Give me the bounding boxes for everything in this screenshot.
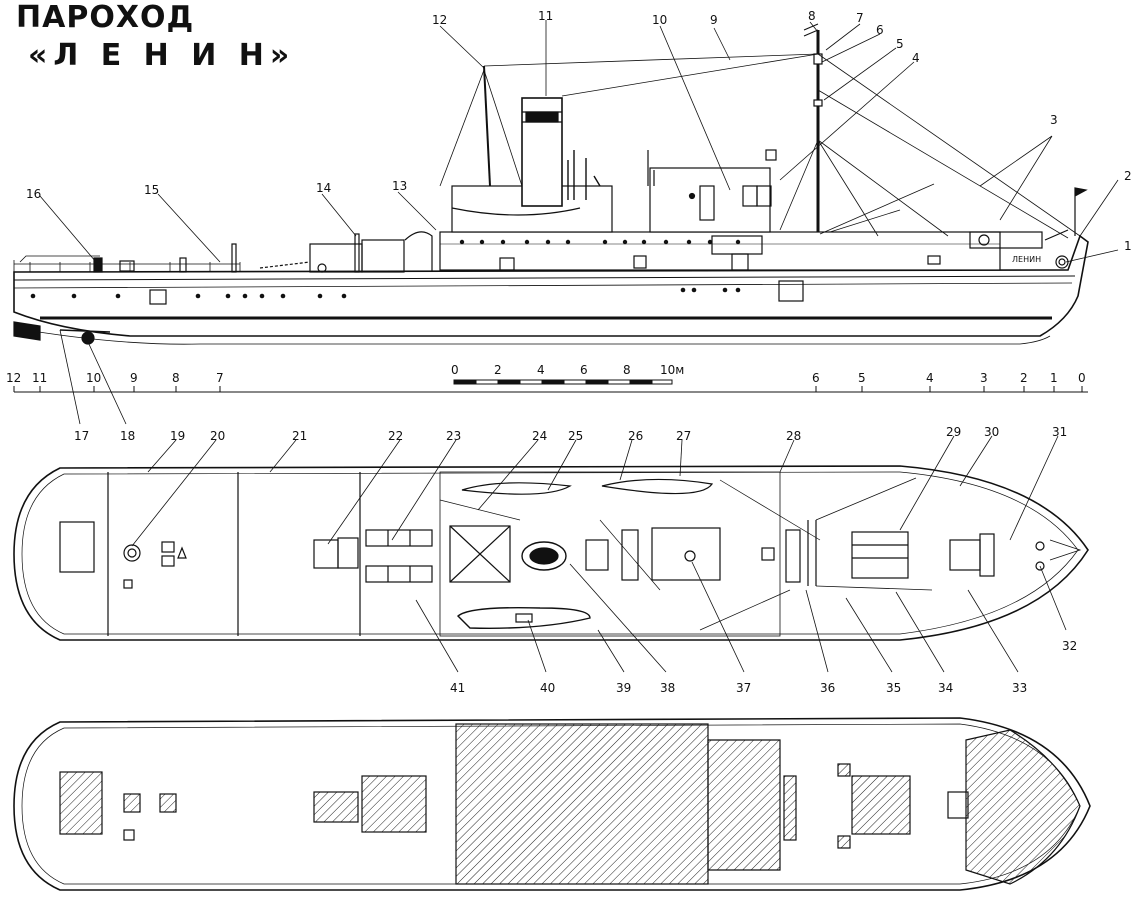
metric-scale — [453, 379, 673, 385]
callout-number: 34 — [938, 681, 953, 695]
frame-label: 12 — [6, 371, 21, 385]
callout-number: 18 — [120, 429, 135, 443]
frame-label: 9 — [130, 371, 138, 385]
metric-label: 0 — [451, 363, 459, 377]
callout-number: 30 — [984, 425, 999, 439]
callout-number: 27 — [676, 429, 691, 443]
callout-number: 25 — [568, 429, 583, 443]
callout-number: 12 — [432, 13, 447, 27]
callout-number: 35 — [886, 681, 901, 695]
metric-label: 2 — [494, 363, 502, 377]
callout-number: 10 — [652, 13, 667, 27]
main-mast — [483, 65, 491, 187]
callout-number: 13 — [392, 179, 407, 193]
callout-number: 7 — [856, 11, 864, 25]
side-elevation — [13, 23, 1089, 345]
frame-label: 2 — [1020, 371, 1028, 385]
drawing-title-line2: «Л Е Н И Н» — [28, 38, 296, 73]
metric-label: 8 — [623, 363, 631, 377]
callout-number: 26 — [628, 429, 643, 443]
frame-label: 1 — [1050, 371, 1058, 385]
hull-outline — [13, 234, 1089, 337]
callout-number: 14 — [316, 181, 331, 195]
superstructure — [439, 231, 1001, 271]
callout-number: 8 — [808, 9, 816, 23]
callout-number: 31 — [1052, 425, 1067, 439]
callout-number: 4 — [912, 51, 920, 65]
rigging — [439, 53, 1081, 239]
callout-number: 36 — [820, 681, 835, 695]
metric-scale-labels: 0 2 4 6 8 10м — [451, 363, 684, 377]
side-view-callouts: 1 2 3 4 5 6 7 8 9 10 11 12 13 14 15 16 1… — [26, 9, 1132, 443]
callout-number: 28 — [786, 429, 801, 443]
callout-number: 17 — [74, 429, 89, 443]
callout-number: 15 — [144, 183, 159, 197]
frame-label: 11 — [32, 371, 47, 385]
frame-label: 6 — [812, 371, 820, 385]
callout-number: 23 — [446, 429, 461, 443]
boat-27 — [601, 478, 714, 495]
frame-scale — [13, 386, 1088, 393]
hull-name-label: ЛЕНИН — [1012, 255, 1041, 264]
frame-label: 10 — [86, 371, 101, 385]
metric-label: 4 — [537, 363, 545, 377]
deck-plan-callouts: 19 20 21 22 23 24 25 26 27 28 29 30 31 3… — [170, 425, 1077, 695]
callout-number: 41 — [450, 681, 465, 695]
frame-label: 4 — [926, 371, 934, 385]
callout-number: 11 — [538, 9, 553, 23]
callout-number: 32 — [1062, 639, 1077, 653]
callout-number: 16 — [26, 187, 41, 201]
callout-number: 1 — [1124, 239, 1132, 253]
hatch-covers-aft — [365, 529, 433, 583]
lower-deck-plan — [13, 717, 1091, 891]
boat-40 — [456, 606, 591, 629]
callout-number: 24 — [532, 429, 547, 443]
superstructure-portholes — [459, 239, 741, 245]
drawing-title-line1: ПАРОХОД — [16, 0, 195, 35]
callout-number: 21 — [292, 429, 307, 443]
frame-label: 3 — [980, 371, 988, 385]
callout-number: 5 — [896, 37, 904, 51]
boat-25 — [461, 482, 572, 495]
callout-number: 22 — [388, 429, 403, 443]
callout-number: 38 — [660, 681, 675, 695]
leader-lines — [39, 20, 1119, 673]
frame-label: 7 — [216, 371, 224, 385]
callout-number: 19 — [170, 429, 185, 443]
callout-number: 6 — [876, 23, 884, 37]
callout-number: 9 — [710, 13, 718, 27]
deck-plan — [13, 465, 1089, 641]
frame-label: 8 — [172, 371, 180, 385]
metric-label: 6 — [580, 363, 588, 377]
callout-number: 29 — [946, 425, 961, 439]
callout-number: 39 — [616, 681, 631, 695]
lower-deck-outline — [13, 717, 1091, 891]
deck-outline — [13, 465, 1089, 641]
callout-number: 40 — [540, 681, 555, 695]
callout-number: 37 — [736, 681, 751, 695]
frame-label: 5 — [858, 371, 866, 385]
metric-label: 10м — [660, 363, 684, 377]
callout-number: 20 — [210, 429, 225, 443]
callout-number: 33 — [1012, 681, 1027, 695]
callout-number: 3 — [1050, 113, 1058, 127]
callout-number: 2 — [1124, 169, 1132, 183]
frame-scale-labels: 12 11 10 9 8 7 6 5 4 3 2 1 0 — [6, 371, 1086, 385]
frame-label: 0 — [1078, 371, 1086, 385]
